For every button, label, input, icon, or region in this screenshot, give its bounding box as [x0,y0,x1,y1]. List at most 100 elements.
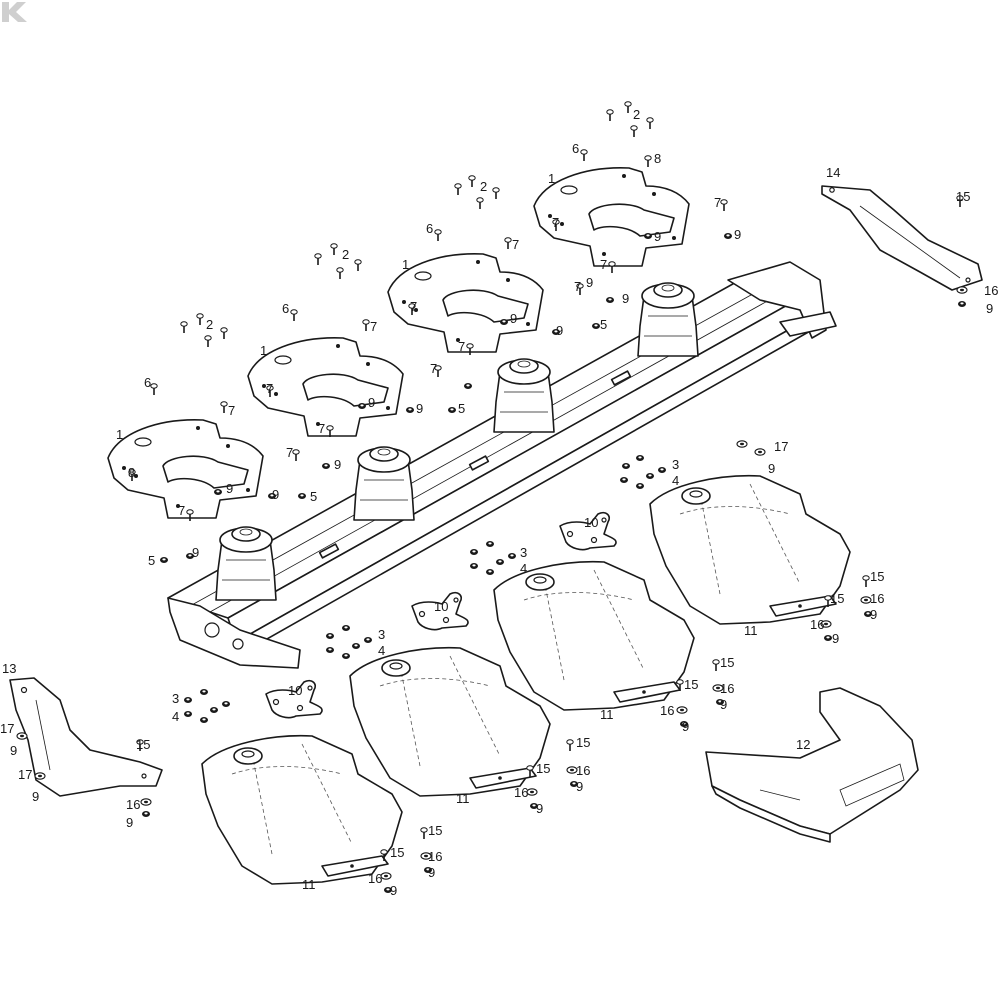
callout-part-15: 15 [684,677,699,692]
callout-part-4: 4 [378,643,386,658]
callout-part-9: 9 [32,789,40,804]
rotor-hub-2 [353,446,415,521]
callout-part-9: 9 [986,301,994,316]
callout-part-15: 15 [136,737,151,752]
kramp-k-logo-icon [2,2,27,22]
callout-part-4: 4 [172,709,180,724]
callout-part-11: 11 [744,623,758,638]
callout-part-9: 9 [226,481,234,496]
callout-part-1: 1 [402,257,410,272]
callout-part-7: 7 [266,381,274,396]
callout-part-9: 9 [682,719,690,734]
callout-part-2: 2 [206,317,214,332]
callout-part-7: 7 [286,445,294,460]
callout-part-10: 10 [584,515,599,530]
callout-part-16: 16 [368,871,383,886]
callout-part-2: 2 [633,107,641,122]
callout-part-6: 6 [572,141,580,156]
callout-part-7: 7 [512,237,520,252]
callout-part-7: 7 [228,403,236,418]
side-shield [705,687,919,843]
callout-part-16: 16 [576,763,591,778]
callout-part-9: 9 [654,229,662,244]
callout-part-15: 15 [536,761,551,776]
callout-part-9: 9 [126,815,134,830]
rotor-hub-1 [215,526,277,601]
callout-part-9: 9 [734,227,742,242]
callout-part-9: 9 [272,487,280,502]
callout-part-9: 9 [622,291,630,306]
callout-part-16: 16 [984,283,999,298]
callout-part-9: 9 [556,323,564,338]
callout-part-15: 15 [428,823,443,838]
skid-shield-1 [201,734,403,885]
callout-part-17: 17 [18,767,33,782]
callout-part-6: 6 [144,375,152,390]
callout-part-13: 13 [2,661,17,676]
skid-shield-3 [493,560,695,711]
callout-part-4: 4 [520,561,528,576]
callout-part-9: 9 [390,883,398,898]
callout-part-9: 9 [192,545,200,560]
callout-part-16: 16 [870,591,885,606]
callout-part-3: 3 [172,691,180,706]
rotor-hub-3 [493,358,555,433]
callout-part-7: 7 [178,503,186,518]
rotor-hub-4 [637,282,699,357]
callout-part-7: 7 [370,319,378,334]
callout-part-16: 16 [126,797,141,812]
callout-part-15: 15 [956,189,971,204]
callout-part-16: 16 [810,617,825,632]
callout-part-16: 16 [428,849,443,864]
callout-part-5: 5 [600,317,608,332]
callout-part-9: 9 [768,461,776,476]
callout-part-9: 9 [10,743,18,758]
callout-part-6: 6 [426,221,434,236]
callout-part-5: 5 [310,489,318,504]
callout-part-9: 9 [576,779,584,794]
callout-part-15: 15 [870,569,885,584]
callout-part-16: 16 [720,681,735,696]
callout-part-7: 7 [458,339,466,354]
callout-part-9: 9 [832,631,840,646]
callout-part-7: 7 [714,195,722,210]
callout-part-11: 11 [456,791,470,806]
callout-part-2: 2 [480,179,488,194]
callout-part-10: 10 [434,599,449,614]
callout-part-17: 17 [774,439,789,454]
callout-part-16: 16 [514,785,529,800]
callout-part-1: 1 [260,343,268,358]
skid-shield-4 [649,474,851,625]
callout-part-14: 14 [826,165,841,180]
callout-part-12: 12 [796,737,811,752]
callout-part-9: 9 [536,801,544,816]
callout-part-7: 7 [574,279,582,294]
callout-part-5: 5 [458,401,466,416]
callout-part-15: 15 [576,735,591,750]
callout-part-11: 11 [302,877,316,892]
callout-part-9: 9 [510,311,518,326]
callout-part-17: 17 [0,721,15,736]
callout-part-9: 9 [416,401,424,416]
callout-part-10: 10 [288,683,303,698]
callout-part-5: 5 [148,553,156,568]
callout-part-15: 15 [720,655,735,670]
callout-part-1: 1 [116,427,124,442]
callout-part-8: 8 [128,465,136,480]
callout-part-7: 7 [552,215,560,230]
callout-part-9: 9 [368,395,376,410]
side-skid-left [9,677,163,797]
callout-part-9: 9 [586,275,594,290]
callout-part-9: 9 [870,607,878,622]
callout-part-9: 9 [334,457,342,472]
callout-part-3: 3 [378,627,386,642]
callout-part-15: 15 [390,845,405,860]
callout-part-7: 7 [410,299,418,314]
callout-part-7: 7 [318,421,326,436]
callout-part-3: 3 [520,545,528,560]
callout-part-8: 8 [654,151,662,166]
side-skid-right [821,185,983,291]
callout-part-1: 1 [548,171,556,186]
callout-part-3: 3 [672,457,680,472]
